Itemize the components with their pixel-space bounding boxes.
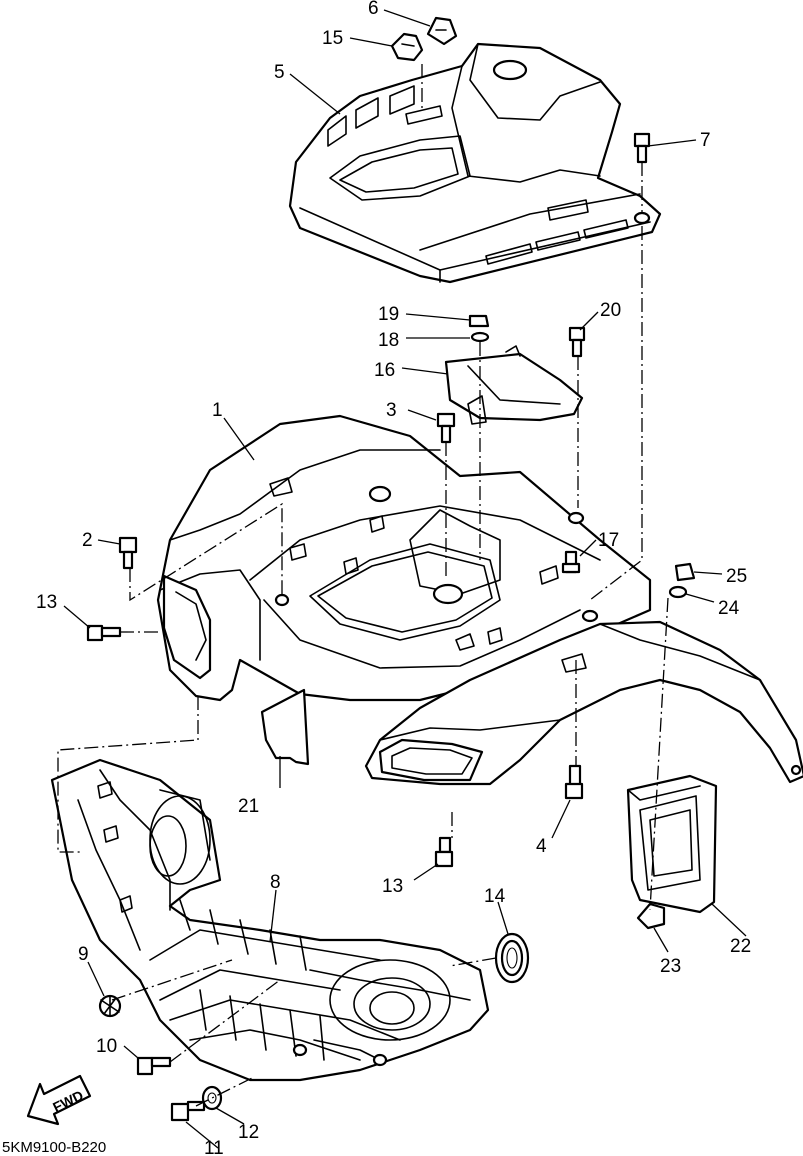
callout-22: 22: [730, 936, 751, 957]
part-12-collar: [201, 1085, 223, 1111]
part-22-flap: [626, 774, 718, 914]
callout-13-lower: 13: [382, 876, 403, 897]
assembly-lines: [57, 64, 669, 1107]
part-6-cap: [426, 16, 458, 46]
part-13-bolt-left: [86, 624, 122, 642]
part-5-top-cover: [288, 42, 662, 284]
part-18-washer: [470, 331, 490, 343]
callout-21: 21: [238, 796, 259, 817]
fwd-arrow-icon: FWD: [26, 1074, 92, 1126]
callout-6: 6: [368, 0, 379, 19]
part-1-rear-fender: [364, 620, 803, 786]
part-23-clip: [636, 902, 666, 930]
callout-4: 4: [536, 836, 547, 857]
part-15-clip: [390, 32, 424, 62]
callout-17: 17: [598, 530, 619, 551]
callout-14: 14: [484, 886, 506, 907]
callout-24: 24: [718, 598, 740, 619]
callout-25: 25: [726, 566, 747, 587]
callout-11: 11: [204, 1138, 224, 1156]
callout-10: 10: [96, 1036, 117, 1057]
part-21-plate: [260, 688, 310, 766]
part-1-fender: [156, 414, 652, 702]
callout-9: 9: [78, 944, 89, 965]
callout-23: 23: [660, 956, 681, 977]
callout-13-left: 13: [36, 592, 57, 613]
part-17-bolt: [561, 550, 581, 574]
callout-20: 20: [600, 300, 621, 321]
callout-8: 8: [270, 872, 281, 893]
part-13-bolt-lower: [434, 836, 454, 868]
callout-3: 3: [386, 400, 397, 421]
part-2-bolt: [118, 536, 138, 570]
part-4-bolt: [564, 764, 584, 800]
part-24-washer: [668, 585, 688, 599]
part-9-clip: [98, 994, 122, 1018]
part-7-bolt: [633, 132, 651, 164]
callout-1: 1: [212, 400, 223, 421]
callout-5: 5: [274, 62, 285, 83]
part-8-front-guard: [50, 758, 490, 1082]
part-20-bolt: [568, 326, 586, 358]
callout-7: 7: [700, 130, 711, 151]
callout-2: 2: [82, 530, 93, 551]
callout-16: 16: [374, 360, 395, 381]
part-14-grommet: [494, 932, 530, 984]
part-10-bolt: [136, 1056, 172, 1076]
leader-lines: [63, 9, 747, 1149]
callout-12: 12: [238, 1122, 259, 1143]
callout-18: 18: [378, 330, 399, 351]
callout-labels: 1 2 3 4 5 6 7 8 9 10 11 12 13 13 14 15 1…: [36, 0, 751, 1156]
diagram-code: 5KM9100-B220: [2, 1139, 106, 1156]
part-3-bolt: [436, 412, 456, 444]
callout-19: 19: [378, 304, 399, 325]
part-19-nut: [468, 314, 490, 328]
callout-15: 15: [322, 28, 343, 49]
part-16-bracket: [444, 345, 584, 425]
part-25-nut: [674, 562, 696, 582]
